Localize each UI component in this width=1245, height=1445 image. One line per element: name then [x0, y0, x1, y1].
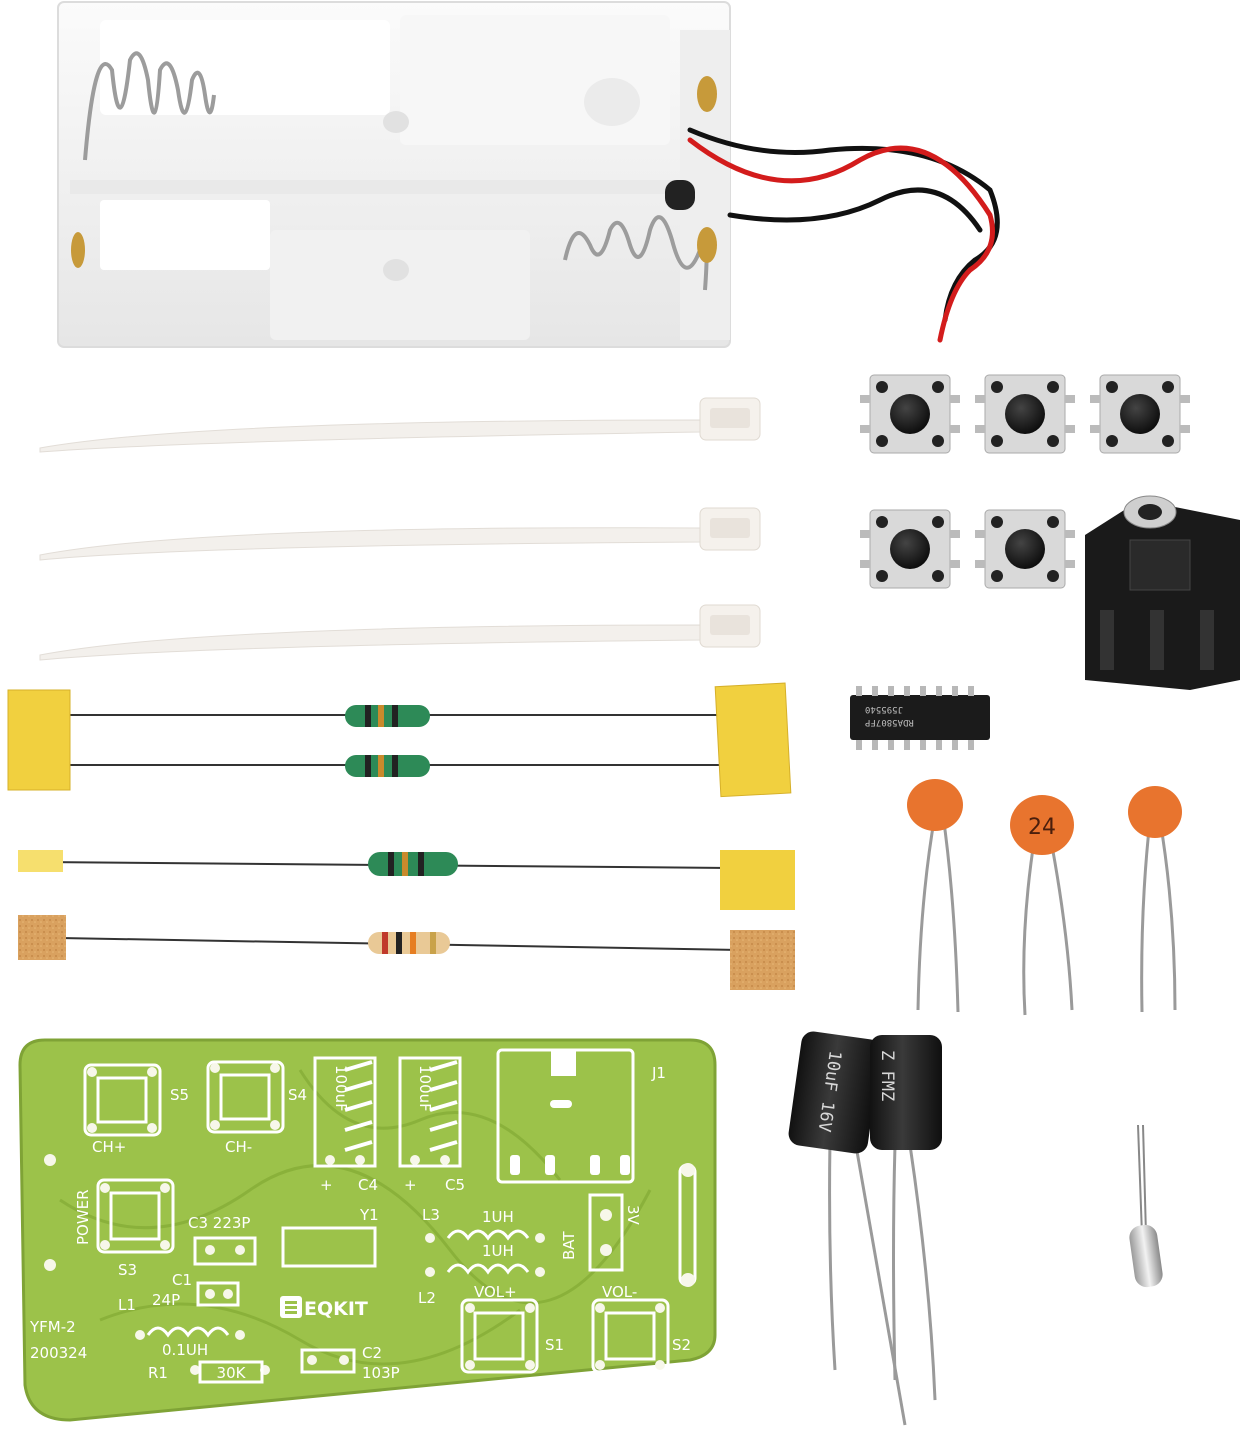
tactile-button [860, 374, 960, 454]
pcb-label-s5: S5 [170, 1086, 189, 1104]
pcb-label-r1-value: 30K [217, 1364, 247, 1382]
pcb-label-cap-c5: 100uF [416, 1065, 434, 1112]
pcb-label-l3: L3 [422, 1206, 440, 1224]
pcb-label-power: POWER [74, 1189, 92, 1245]
pcb-label-c4: C4 [358, 1176, 378, 1194]
pcb-label-r1: R1 [148, 1364, 168, 1382]
pcb-label-ch-plus: CH+ [92, 1138, 126, 1156]
pcb-label-c1-value: 24P [152, 1291, 180, 1309]
battery-wires [687, 127, 1000, 343]
ceramic-capacitor [1128, 786, 1182, 1013]
pcb-label-s1: S1 [545, 1336, 564, 1354]
pcb-label-j1: J1 [651, 1064, 666, 1082]
pcb-label-l1-value: 0.1UH [162, 1341, 208, 1359]
pcb-label-s4: S4 [288, 1086, 307, 1104]
tactile-button [975, 374, 1075, 454]
pcb-label-l2: L2 [418, 1289, 436, 1307]
tactile-buttons [860, 374, 1190, 589]
ceramic-capacitor [907, 779, 963, 1013]
pcb-label-vol-minus: VOL- [602, 1283, 637, 1301]
pcb-label-ch-minus: CH- [225, 1138, 252, 1156]
capacitor-text: Z FMZ [877, 1050, 897, 1101]
cable-tie-1 [39, 397, 761, 453]
pcb-label-s3: S3 [118, 1261, 137, 1279]
inductor-strip [7, 682, 792, 798]
pcb-label-vol-plus: VOL+ [474, 1283, 517, 1301]
cable-tie-3 [39, 604, 761, 661]
capacitor-marking: 24 [1028, 815, 1056, 840]
crystal-oscillator [1129, 1124, 1163, 1288]
audio-jack [1085, 495, 1240, 690]
pcb-label-c2-value: 103P [362, 1364, 400, 1382]
pcb-board: CH+ CH- S5 S4 S3 S1 S2 POWER C3 223P C1 … [18, 1038, 717, 1422]
ceramic-capacitor-24: 24 [1010, 795, 1074, 1016]
pcb-label-l1: L1 [118, 1296, 136, 1314]
pcb-plus-c4: + [320, 1176, 333, 1194]
chip-marking-2: J595540 [865, 704, 903, 714]
pcb-label-date: 200324 [30, 1344, 87, 1362]
inductor [345, 705, 430, 727]
electrolytic-capacitor: Z FMZ [870, 1035, 942, 1401]
pcb-label-1uh-top: 1UH [482, 1208, 514, 1226]
tactile-button [1090, 374, 1190, 454]
pcb-plus-c5: + [404, 1176, 417, 1194]
pcb-label-1uh-bottom: 1UH [482, 1242, 514, 1260]
cable-tie-2 [39, 507, 761, 561]
pcb-label-cap-c4: 100uF [332, 1065, 350, 1112]
pcb-label-c1: C1 [172, 1271, 192, 1289]
tactile-button [975, 509, 1075, 589]
fm-chip: RDA5807FP J595540 [850, 686, 990, 750]
pcb-label-bat: BAT [560, 1231, 578, 1260]
battery-holder [57, 1, 731, 348]
tactile-button [860, 509, 960, 589]
spring-top-left [83, 51, 216, 161]
pcb-label-c5: C5 [445, 1176, 465, 1194]
pcb-label-y1: Y1 [359, 1206, 379, 1224]
chip-marking-1: RDA5807FP [864, 717, 913, 727]
pcb-label-c2: C2 [362, 1344, 382, 1362]
resistor [18, 915, 795, 990]
brand-logo: EQKIT [280, 1296, 368, 1320]
inductor-single [18, 850, 795, 910]
pcb-label-s2: S2 [672, 1336, 691, 1354]
pcb-label-c3: C3 223P [188, 1214, 250, 1232]
pcb-resistor-footprint: 30K [198, 1360, 264, 1384]
pcb-label-model: YFM-2 [29, 1318, 76, 1336]
brand-name: EQKIT [304, 1298, 368, 1320]
inductor [345, 755, 430, 777]
electrolytic-capacitor: 10uF 16V [788, 1031, 907, 1426]
pcb-label-3v: 3V [624, 1205, 642, 1226]
